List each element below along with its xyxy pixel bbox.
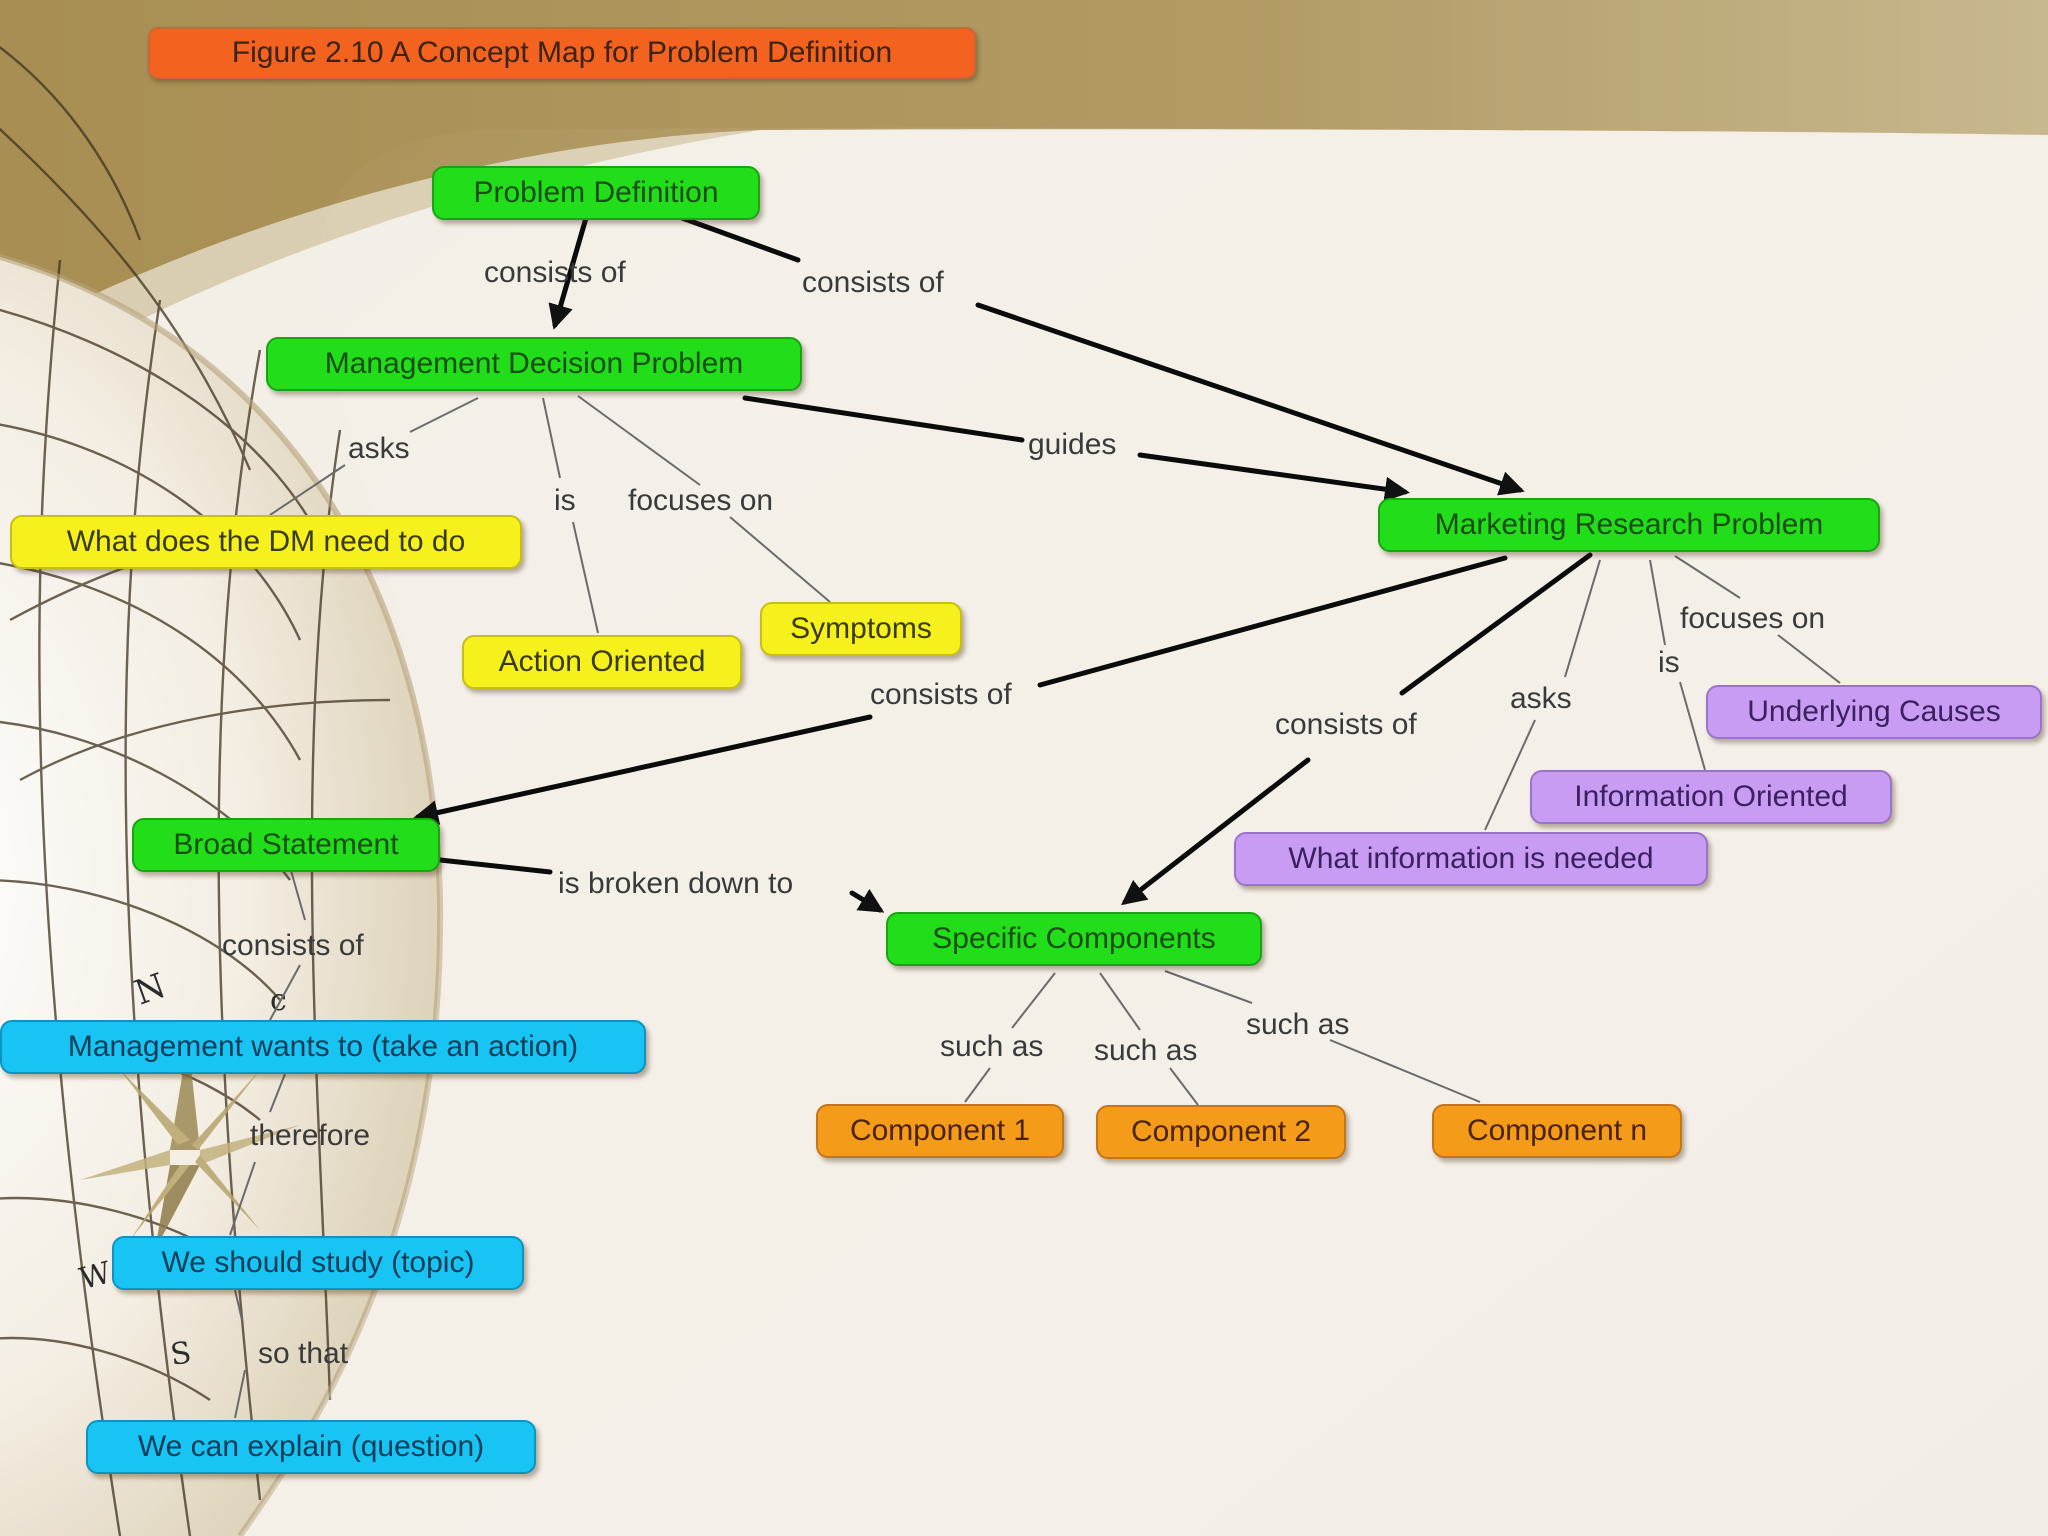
edge-label-mrp-focuses: focuses on (1680, 602, 1826, 635)
edge-such-as-1 (1011, 972, 1056, 1029)
node-what-dm-need[interactable]: What does the DM need to do (10, 515, 522, 569)
node-we-should-study[interactable]: We should study (topic) (112, 1236, 524, 1290)
edge-mrp-sc (1399, 552, 1593, 696)
node-action-oriented[interactable]: Action Oriented (462, 635, 742, 689)
edge-label-bs-sc: is broken down to (558, 867, 794, 900)
edge-label-therefore: therefore (250, 1119, 371, 1152)
edge-mrp-bs (1037, 555, 1508, 688)
node-specific-components[interactable]: Specific Components (886, 912, 1262, 966)
edge-label-such-as-n: such as (1246, 1008, 1350, 1041)
edge-therefore (269, 1073, 286, 1113)
node-broad-statement[interactable]: Broad Statement (132, 818, 440, 872)
edge-label-mdp-is: is (554, 484, 576, 517)
edge-label-bs-consists: consists of (222, 929, 364, 962)
edge-label-pd-mrp: consists of (802, 266, 944, 299)
edge-label-mdp-mrp: guides (1028, 428, 1117, 461)
edge-label-mdp-focuses: focuses on (628, 484, 774, 517)
compass-rose: N W S c (76, 966, 300, 1370)
edge-bs-sc (437, 857, 553, 875)
edge-mdp-focuses (577, 395, 701, 486)
edge-label-such-as-1: such as (940, 1030, 1044, 1063)
compass-s-label: S (168, 1335, 193, 1370)
edge-such-as-n (1164, 970, 1253, 1004)
figure-title: Figure 2.10 A Concept Map for Problem De… (148, 27, 976, 79)
node-management-wants[interactable]: Management wants to (take an action) (0, 1020, 646, 1074)
edge-label-mdp-asks: asks (348, 432, 410, 465)
edge-so-that (234, 1289, 243, 1321)
edge-label-so-that: so that (258, 1337, 349, 1370)
node-information-oriented[interactable]: Information Oriented (1530, 770, 1892, 824)
edge-such-as-2 (1099, 972, 1141, 1031)
edge-mdp-mrp (742, 395, 1025, 443)
node-what-information[interactable]: What information is needed (1234, 832, 1708, 886)
edge-label-pd-mdp: consists of (484, 256, 626, 289)
edge-mrp-asks (1564, 559, 1601, 678)
edge-label-mrp-bs: consists of (870, 678, 1012, 711)
edge-mrp-focuses (1674, 555, 1741, 599)
edge-label-mrp-asks: asks (1510, 682, 1572, 715)
edge-label-mrp-sc: consists of (1275, 708, 1417, 741)
compass-c-mark: c (270, 983, 287, 1018)
node-management-decision-problem[interactable]: Management Decision Problem (266, 337, 802, 391)
compass-star-icon (80, 1040, 300, 1250)
edge-mrp-is (1649, 559, 1666, 646)
node-component-n[interactable]: Component n (1432, 1104, 1682, 1158)
node-underlying-causes[interactable]: Underlying Causes (1706, 685, 2042, 739)
edge-label-mrp-is: is (1658, 646, 1680, 679)
edge-mdp-asks (409, 397, 479, 433)
edge-label-such-as-2: such as (1094, 1034, 1198, 1067)
node-we-can-explain[interactable]: We can explain (question) (86, 1420, 536, 1474)
node-problem-definition[interactable]: Problem Definition (432, 166, 760, 220)
edge-bs-consists (289, 866, 306, 921)
edge-mdp-is (542, 397, 561, 479)
node-component-2[interactable]: Component 2 (1096, 1105, 1346, 1159)
node-component-1[interactable]: Component 1 (816, 1104, 1064, 1158)
node-marketing-research-problem[interactable]: Marketing Research Problem (1378, 498, 1880, 552)
node-symptoms[interactable]: Symptoms (760, 602, 962, 656)
edge-pd-mrp (679, 215, 801, 263)
edge-pd-mdp (548, 215, 589, 330)
